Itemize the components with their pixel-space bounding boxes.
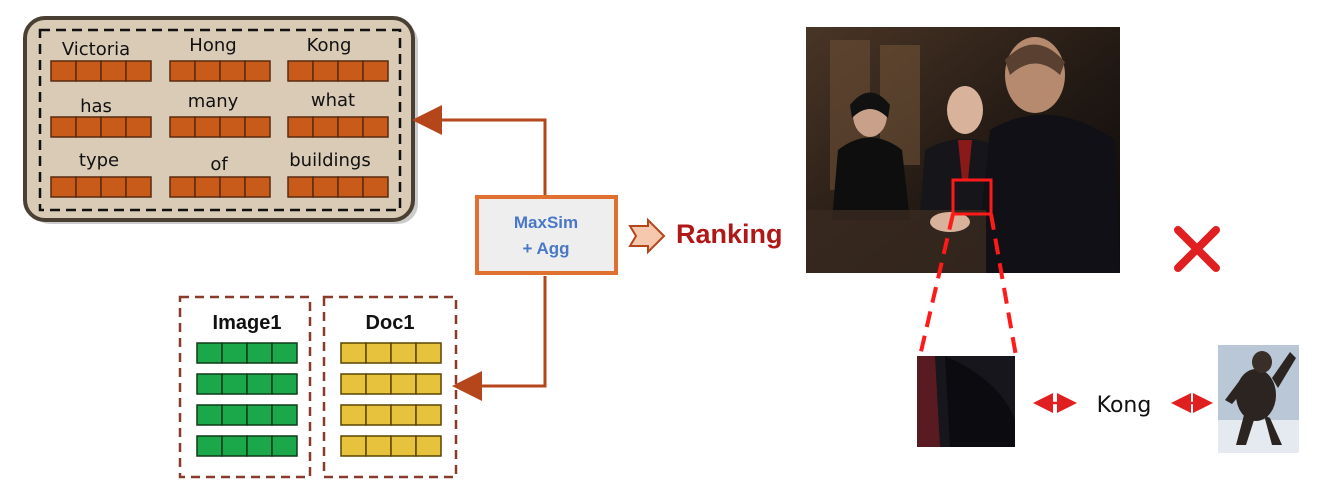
token-embeddings bbox=[50, 60, 442, 457]
doc-token-embedding bbox=[340, 373, 442, 395]
query-word: Kong bbox=[307, 35, 352, 56]
query-word: Hong bbox=[189, 35, 236, 56]
image-token-embedding bbox=[196, 342, 298, 364]
query-token-embedding bbox=[169, 176, 271, 198]
query-token-embedding bbox=[50, 176, 152, 198]
query-panel-dashed-frame bbox=[38, 28, 402, 212]
image-token-embedding bbox=[196, 404, 298, 426]
query-token-embedding bbox=[287, 116, 389, 138]
arrow-to-candidates bbox=[452, 276, 547, 401]
crop-highlight bbox=[951, 178, 993, 216]
query-word: type bbox=[79, 150, 119, 171]
query-word: buildings bbox=[289, 150, 370, 171]
query-token-embedding bbox=[169, 116, 271, 138]
ranking-arrow bbox=[628, 217, 666, 255]
doc-token-embedding bbox=[340, 435, 442, 457]
doc-token-embedding bbox=[340, 404, 442, 426]
meeting-photo bbox=[806, 27, 1120, 273]
doc-candidate-box bbox=[322, 295, 458, 479]
ranking-label: Ranking bbox=[676, 219, 783, 249]
match-word: Kong bbox=[1097, 393, 1152, 418]
query-token-embedding bbox=[50, 60, 152, 82]
image-token-embedding bbox=[196, 373, 298, 395]
kong-thumbnail bbox=[1218, 345, 1299, 453]
arrow-to-query bbox=[412, 105, 547, 196]
scoring-line-1: MaxSim bbox=[514, 213, 578, 232]
query-word: of bbox=[210, 154, 228, 175]
image-token-embedding bbox=[196, 435, 298, 457]
scoring-line-2: + Agg bbox=[522, 239, 569, 258]
doc-candidate-label: Doc1 bbox=[366, 312, 415, 334]
query-word: Victoria bbox=[62, 39, 130, 60]
mismatch-cross-icon bbox=[1174, 226, 1220, 272]
doc-token-embedding bbox=[340, 342, 442, 364]
query-word: has bbox=[80, 96, 112, 117]
query-word: many bbox=[188, 91, 239, 112]
query-token-embedding bbox=[169, 60, 271, 82]
query-token-embedding bbox=[287, 60, 389, 82]
scoring-box bbox=[475, 195, 618, 275]
image-candidate-label: Image1 bbox=[213, 312, 282, 334]
query-word: what bbox=[311, 90, 355, 111]
query-token-embedding bbox=[50, 116, 152, 138]
image-candidate-box bbox=[178, 295, 312, 479]
query-token-embedding bbox=[287, 176, 389, 198]
cropped-patch bbox=[917, 356, 1015, 447]
